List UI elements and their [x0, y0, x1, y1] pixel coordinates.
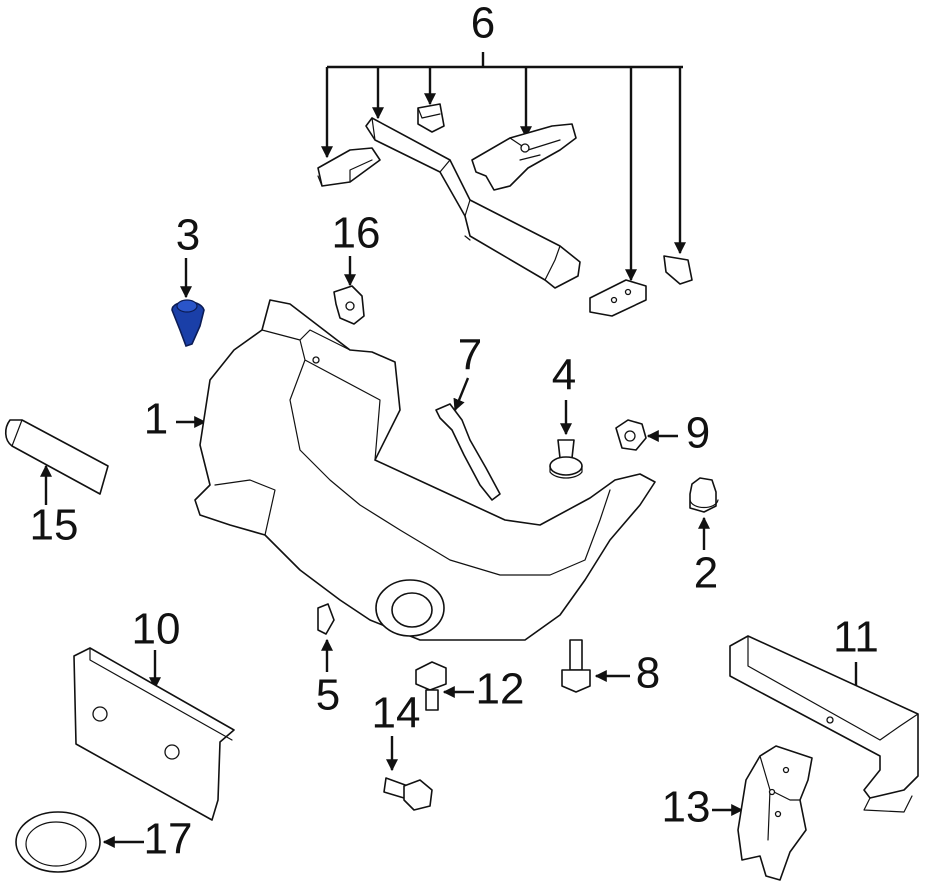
part-16-bracket [333, 256, 365, 325]
callout-17: 17 [144, 815, 193, 864]
part-7-bracket-strip [435, 377, 501, 501]
part-9-nut [615, 419, 678, 451]
callout-16: 16 [332, 209, 381, 258]
part-14-bolt [383, 736, 433, 811]
callout-6: 6 [471, 0, 495, 48]
part-3-push-clip-highlighted [171, 258, 205, 348]
part-6-lower-bracket [589, 279, 647, 317]
callout-8: 8 [636, 649, 660, 698]
part-8-stud-bolt [561, 639, 630, 693]
part-3-clip-body [171, 300, 205, 348]
callout-10: 10 [132, 605, 181, 654]
part-6-main-rail [365, 117, 581, 289]
part-15-molding [4, 419, 109, 505]
callout-15: 15 [30, 501, 79, 550]
part-6-crossmember-assembly [317, 52, 693, 317]
callout-1: 1 [144, 395, 168, 444]
part-6-leader-lines [321, 52, 686, 282]
part-6-upper-bracket [471, 123, 577, 191]
part-1-lower-cover [176, 299, 656, 641]
part-10-plate [73, 647, 235, 821]
callout-13: 13 [662, 783, 711, 832]
part-6-top-clip [417, 103, 445, 133]
part-13-shield [712, 745, 813, 881]
part-2-push-nut [689, 477, 719, 550]
callout-7: 7 [458, 331, 482, 380]
callout-2: 2 [694, 549, 718, 598]
part-11-reinforcement [729, 635, 919, 813]
callout-12: 12 [476, 665, 525, 714]
callout-5: 5 [316, 671, 340, 720]
part-6-right-clip [663, 255, 693, 285]
callout-14: 14 [372, 689, 421, 738]
callout-4: 4 [552, 351, 576, 400]
callout-3: 3 [176, 211, 200, 260]
callout-9: 9 [686, 409, 710, 458]
callout-labels: 6 3 16 7 4 1 9 15 2 10 11 8 5 12 14 13 1… [30, 0, 879, 864]
callout-11: 11 [833, 613, 879, 662]
part-5-clip [317, 603, 335, 672]
part-4-bolt [549, 400, 583, 479]
part-12-bolt [415, 661, 474, 711]
part-17-bezel [15, 811, 144, 873]
